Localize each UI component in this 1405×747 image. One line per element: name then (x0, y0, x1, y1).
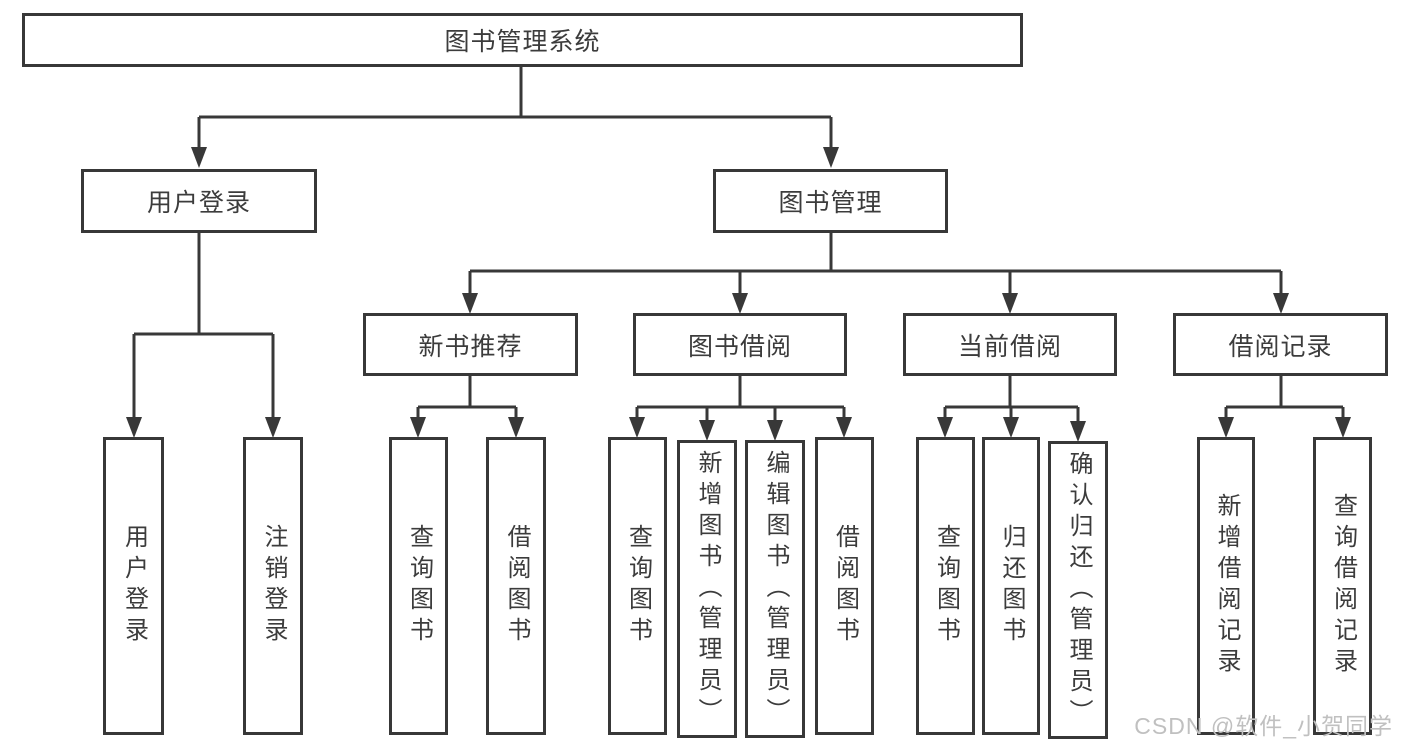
leaf-query-borrow-record: 查询借阅记录 (1313, 437, 1372, 735)
leaf-user-login: 用户登录 (103, 437, 164, 735)
node-user-login: 用户登录 (81, 169, 317, 233)
leaf-query-books-borrow: 查询图书 (608, 437, 667, 735)
leaf-borrow-books-recommend: 借阅图书 (486, 437, 546, 735)
leaf-logout: 注销登录 (243, 437, 303, 735)
tree-edges (134, 66, 1343, 409)
arrowheads (126, 117, 1351, 442)
watermark: CSDN @软件_小贺同学 (1134, 713, 1393, 739)
leaf-query-books-recommend: 查询图书 (389, 437, 448, 735)
leaf-return-book: 归还图书 (982, 437, 1040, 735)
leaf-edit-book-admin: 编辑图书（管理员） (745, 440, 805, 738)
leaf-query-books-current: 查询图书 (916, 437, 975, 735)
node-root: 图书管理系统 (22, 13, 1023, 67)
leaf-confirm-return-admin: 确认归还（管理员） (1048, 441, 1108, 739)
node-borrow-records: 借阅记录 (1173, 313, 1388, 376)
node-book-management: 图书管理 (713, 169, 948, 233)
leaf-add-borrow-record: 新增借阅记录 (1197, 437, 1255, 735)
leaf-borrow-books: 借阅图书 (815, 437, 874, 735)
node-current-borrow: 当前借阅 (903, 313, 1117, 376)
node-new-book-recommend: 新书推荐 (363, 313, 578, 376)
node-book-borrow: 图书借阅 (633, 313, 847, 376)
leaf-add-book-admin: 新增图书（管理员） (677, 440, 737, 738)
